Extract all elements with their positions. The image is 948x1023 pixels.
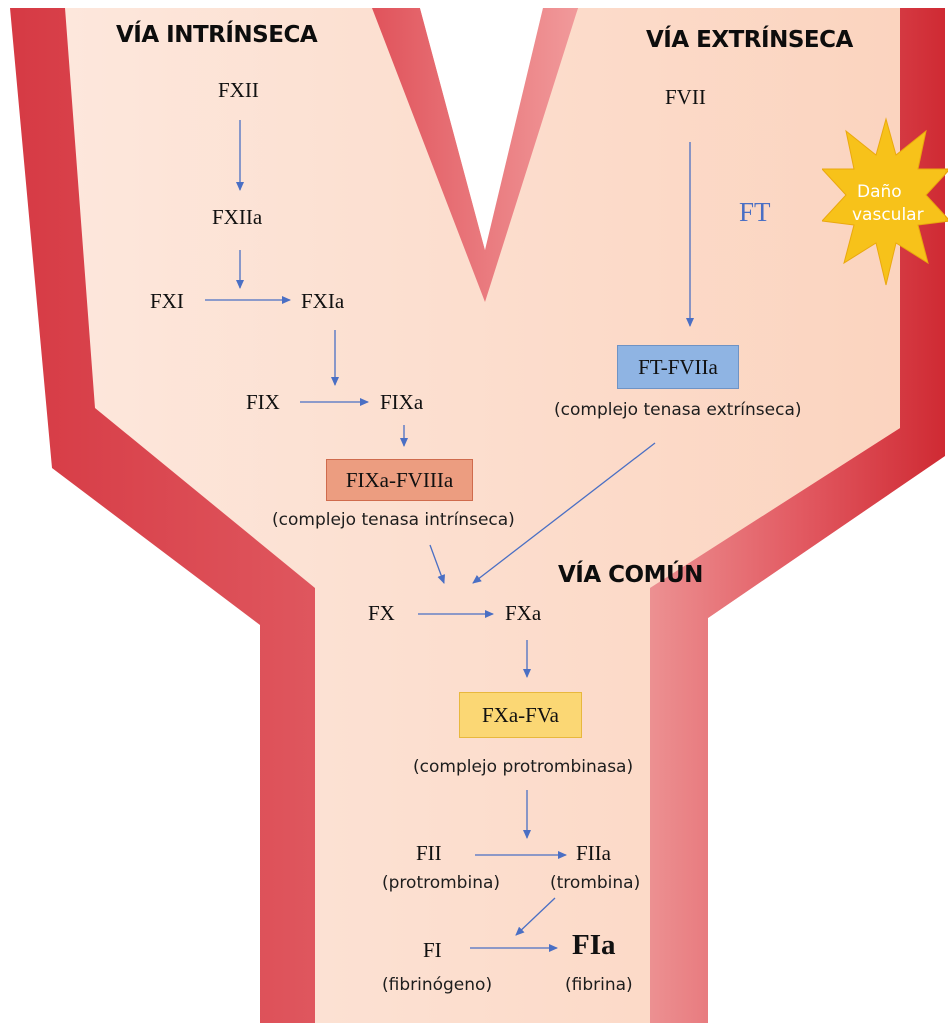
fiia-note: (trombina) [550,873,640,893]
arrow-intrinsic-tenase-to-fx [430,545,444,583]
vascular-damage-starburst [822,117,948,287]
fia-note: (fibrina) [565,975,633,995]
factor-fia: FIa [572,929,616,962]
factor-fx: FX [368,601,395,626]
factor-fvii: FVII [665,85,706,110]
factor-fxa: FXa [505,601,541,626]
factor-fixa: FIXa [380,390,423,415]
factor-fix: FIX [246,390,280,415]
factor-fi: FI [423,938,442,963]
extrinsic-tenase-box: FT-FVIIa [617,345,739,389]
factor-fxii: FXII [218,78,259,103]
prothrombinase-box: FXa-FVa [459,692,582,738]
heading-extrinsic-pathway: VÍA EXTRÍNSECA [646,27,853,53]
damage-badge-line2: vascular [852,205,924,225]
factor-ft: FT [739,197,771,228]
damage-badge-line1: Daño [857,182,902,202]
prothrombinase-note: (complejo protrombinasa) [413,757,633,777]
extrinsic-tenase-note: (complejo tenasa extrínseca) [554,400,802,420]
factor-fxia: FXIa [301,289,344,314]
fii-note: (protrombina) [382,873,500,893]
heading-intrinsic-pathway: VÍA INTRÍNSECA [116,22,317,48]
factor-fii: FII [416,841,442,866]
fi-note: (fibrinógeno) [382,975,492,995]
factor-fxi: FXI [150,289,184,314]
intrinsic-tenase-box: FIXa-FVIIIa [326,459,473,501]
factor-fxiia: FXIIa [212,205,262,230]
arrow-fiia-to-fi [516,898,555,935]
heading-common-pathway: VÍA COMÚN [558,562,703,588]
factor-fiia: FIIa [576,841,611,866]
intrinsic-tenase-note: (complejo tenasa intrínseca) [272,510,515,530]
